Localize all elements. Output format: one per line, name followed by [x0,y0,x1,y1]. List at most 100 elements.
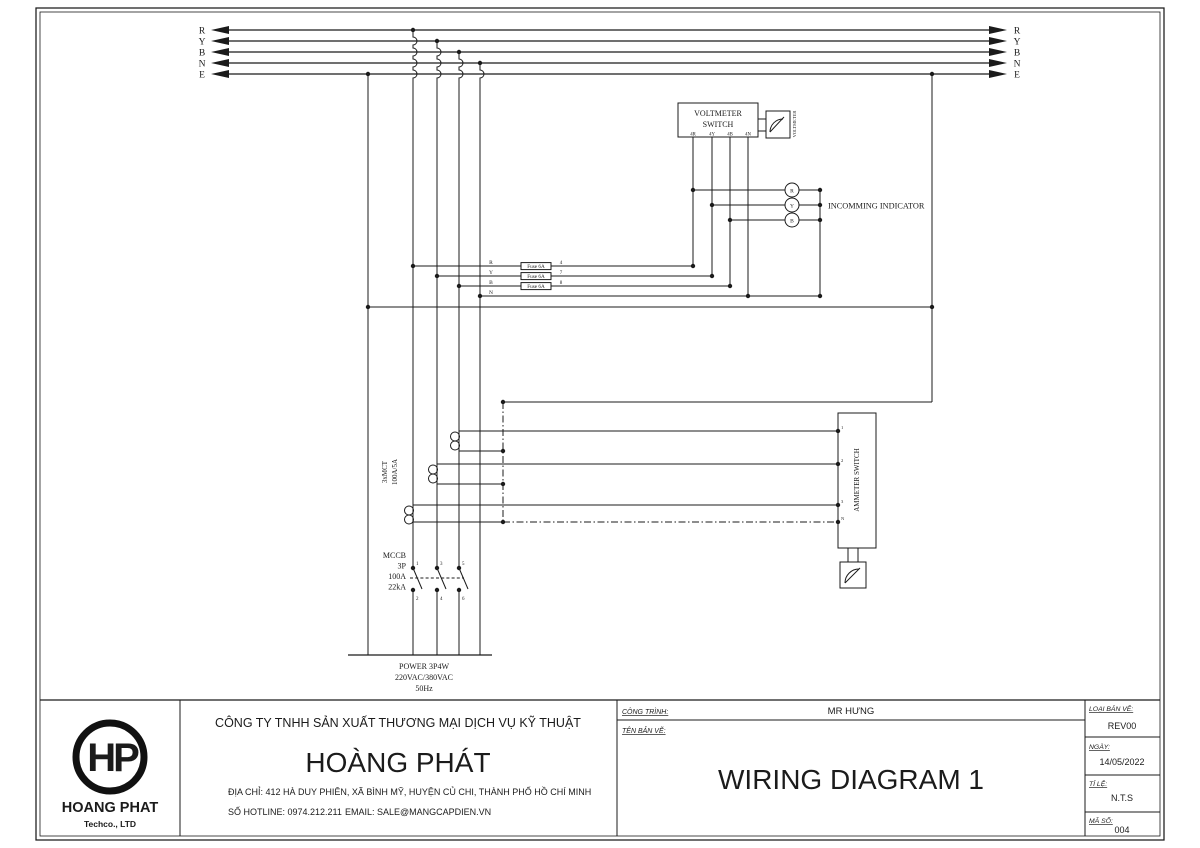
logo-monogram: HP [87,736,139,780]
fuse-neutral-label: N [489,290,493,296]
fuse-section: Fuse 6A Fuse 6A Fuse 6A R Y B N 4 7 8 [413,260,820,297]
voltmeter-symbol-label: VOLTMETER [792,111,797,138]
code-label: MÃ SỐ: [1089,816,1113,825]
bus-label-right: E [1014,71,1020,81]
bus-label-right: R [1014,27,1021,37]
voltmeter-symbol [765,110,791,139]
bus-label-right: B [1014,49,1020,59]
fuse-phase-label: R [489,260,493,266]
fuse-label: Fuse 6A [527,284,545,290]
mccb-label: 22kA [388,583,406,592]
logo-name: HOANG PHAT [62,800,159,816]
power-label: POWER 3P4W [399,662,449,671]
am-terminal-label: 1 [841,425,843,430]
am-terminal-label: 3 [841,499,844,504]
rev-label: LOẠI BẢN VẼ: [1089,704,1133,713]
mccb-terminal: 3 [440,562,443,567]
code-value: 004 [1114,825,1129,835]
bus-arrow-left [211,48,229,56]
company-hotline: SỐ HOTLINE: 0974.212.211 [228,806,342,817]
mccb-terminal: 5 [462,562,465,567]
mccb-terminal: 6 [462,597,465,602]
indicator-lamp-letter: R [790,188,794,194]
fuse-label: Fuse 6A [527,274,545,280]
voltmeter-switch-title2: SWITCH [703,120,734,129]
scale-value: N.T.S [1111,793,1133,803]
bus-label-left: R [199,27,206,37]
project-label: CÔNG TRÌNH: [622,707,668,716]
bus-label-left: N [199,60,206,70]
ct-section: 3xMCT 100A/5A [381,401,932,525]
ct-label: 100A/5A [391,459,399,485]
power-label: 220VAC/380VAC [395,673,453,682]
power-entry: POWER 3P4W 220VAC/380VAC 50Hz [348,654,492,693]
bus-arrow-left [211,26,229,34]
fuse-symbol [520,282,552,291]
company-logo: HP HOANG PHAT Techco., LTD [62,719,159,829]
company-name: HOÀNG PHÁT [305,747,490,778]
fuse-symbol [520,262,552,271]
bus-label-right: Y [1014,38,1021,48]
wire-number: 4 [560,261,563,266]
company-email: EMAIL: SALE@MANGCAPDIEN.VN [345,807,491,817]
bus-lines: R Y B N E R Y B N E [199,26,1021,81]
vm-terminal-label: 4B [727,133,733,138]
incoming-indicator-label: INCOMMING INDICATOR [828,202,925,211]
title-block: HP HOANG PHAT Techco., LTD CÔNG TY TNHH … [40,699,1160,836]
fuse-phase-label: B [489,280,493,286]
mccb-label: MCCB [383,551,406,560]
vm-terminal-label: 4N [745,133,751,138]
wire-number: 8 [560,281,563,286]
indicator-lamp [784,212,800,228]
date-label: NGÀY: [1089,742,1110,751]
mccb-terminal: 4 [440,597,443,602]
ct-label: 3xMCT [381,460,389,483]
bus-arrow-left [211,70,229,78]
project-value: MR HƯNG [828,706,875,717]
drawing-name-label: TÊN BẢN VẼ: [622,726,666,735]
mccb-terminal: 2 [416,597,419,602]
am-terminal-label: N [841,516,845,521]
junction-dots [365,27,935,593]
vm-terminal-label: 4R [690,133,696,138]
mccb-label: 100A [388,572,406,581]
ammeter-switch: AMMETER SWITCH 1 2 3 N [837,412,877,589]
indicator-lamp-letter: B [790,218,794,224]
bus-arrow-left [211,37,229,45]
drawing-frame [35,7,1165,841]
logo-subtitle: Techco., LTD [84,819,136,829]
bus-label-left: E [199,71,205,81]
rev-value: REV00 [1108,721,1137,731]
bus-arrow-right [989,37,1007,45]
drawing-title: WIRING DIAGRAM 1 [718,764,984,795]
ammeter-symbol [839,561,867,589]
voltmeter-switch: VOLTMETER SWITCH 4R 4Y 4B 4N VOLTMETER [677,102,797,296]
wire-number: 7 [560,271,563,276]
bus-arrow-right [989,70,1007,78]
fuse-symbol [520,272,552,281]
ammeter-switch-label: AMMETER SWITCH [853,448,861,512]
mccb-label: 3P [398,562,407,571]
indicator-lamp [784,197,800,213]
indicator-lamp [784,182,800,198]
date-value: 14/05/2022 [1099,757,1144,767]
bus-arrow-right [989,26,1007,34]
vm-terminal-label: 4Y [709,133,715,138]
bus-arrow-right [989,48,1007,56]
voltmeter-switch-title: VOLTMETER [694,109,742,118]
bus-label-left: Y [199,38,206,48]
incoming-indicator: R Y B INCOMMING INDICATOR [693,182,925,296]
scale-label: TỈ LỆ: [1089,779,1107,788]
indicator-lamp-letter: Y [790,203,794,209]
fuse-label: Fuse 6A [527,264,545,270]
feeder-drops [367,30,933,655]
company-type: CÔNG TY TNHH SẢN XUẤT THƯƠNG MẠI DỊCH VỤ… [215,715,581,730]
am-terminal-label: 2 [841,458,843,463]
ct-symbol [404,431,460,525]
bus-arrow-right [989,59,1007,67]
bus-arrow-left [211,59,229,67]
mccb: MCCB 3P 100A 22kA 1 3 5 2 4 6 [383,551,469,655]
mccb-terminal: 1 [416,562,419,567]
